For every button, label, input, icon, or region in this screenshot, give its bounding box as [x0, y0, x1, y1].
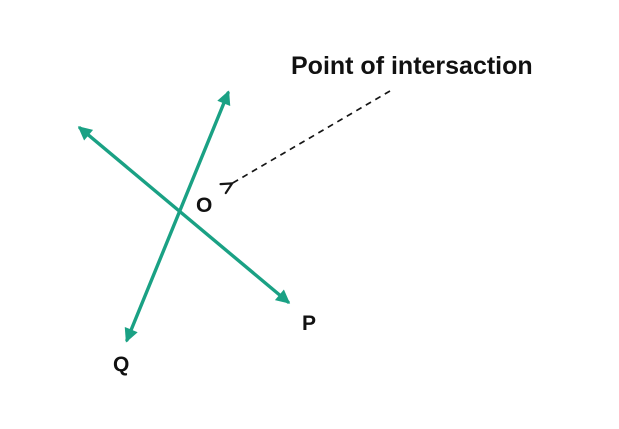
line-p [77, 126, 291, 304]
line-q [124, 90, 231, 343]
intersection-point-label: O [196, 194, 212, 217]
annotation-arrow [231, 90, 391, 184]
line-p-label: P [302, 312, 316, 335]
annotation-label: Point of intersaction [291, 52, 533, 80]
line-q-label: Q [113, 353, 129, 376]
